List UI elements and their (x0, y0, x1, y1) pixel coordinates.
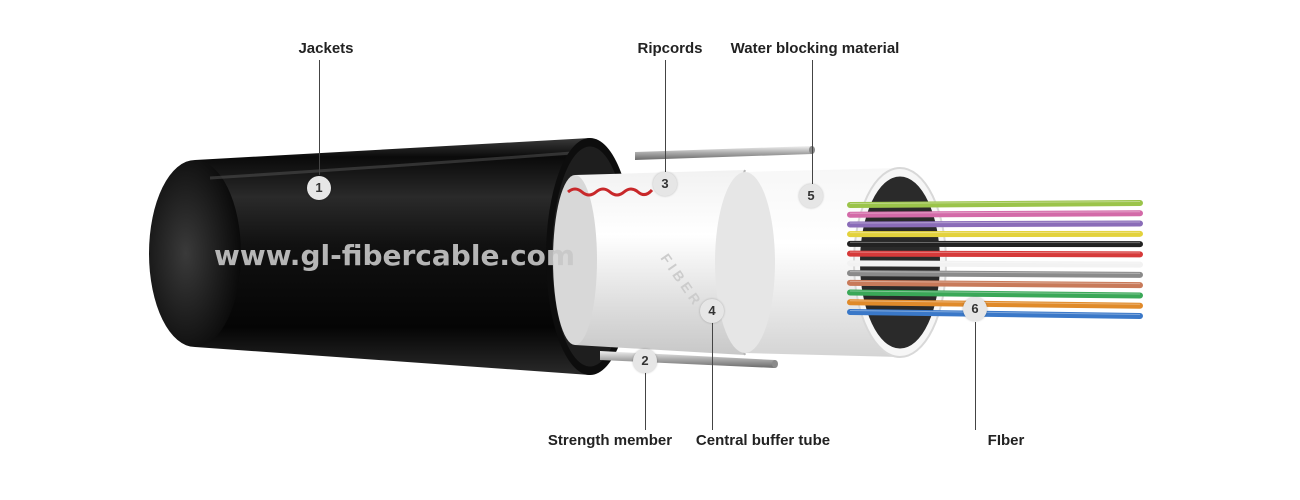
fiber-strand-highlight (849, 280, 1141, 285)
fiber-strand (847, 260, 1143, 268)
strength-member-rod (600, 351, 778, 368)
leader-line-fiber (975, 322, 976, 430)
marker-4: 4 (700, 299, 724, 323)
label-jackets: Jackets (298, 40, 354, 57)
fiber-strand-highlight (849, 310, 1141, 315)
marker-3: 3 (653, 172, 677, 196)
fiber-strand (847, 309, 1143, 319)
fiber-strand-highlight (849, 201, 1141, 204)
fiber-strand (847, 250, 1143, 258)
ripcord-rod (635, 146, 815, 160)
label-water-blocking-material: Water blocking material (730, 40, 900, 57)
leader-line-ripcords (665, 60, 666, 172)
red-ripcord-thread (567, 187, 654, 197)
label-central-buffer-tube: Central buffer tube (695, 432, 831, 449)
fiber-strand (847, 210, 1143, 218)
fiber-strand-highlight (849, 300, 1141, 305)
leader-line-central-buffer-tube (712, 322, 713, 430)
fiber-strand (847, 200, 1143, 208)
fiber-strand (847, 220, 1143, 228)
fiber-strand (847, 270, 1143, 278)
marker-5: 5 (799, 184, 823, 208)
fiber-strand-highlight (849, 261, 1141, 264)
marker-1: 1 (307, 176, 331, 200)
marker-6: 6 (963, 297, 987, 321)
fiber-strand (847, 279, 1143, 289)
fiber-strand (847, 299, 1143, 309)
leader-line-strength-member (645, 372, 646, 430)
label-ripcords: Ripcords (637, 40, 703, 57)
leader-line-water-blocking (812, 60, 813, 184)
fiber-strand-highlight (849, 271, 1141, 274)
fiber-strand-highlight (849, 211, 1141, 214)
watermark-text: www.gl-fibercable.com (214, 239, 575, 272)
leader-line-jackets (319, 60, 320, 175)
marker-2: 2 (633, 349, 657, 373)
fiber-strand-highlight (849, 290, 1141, 295)
fiber-bundle (847, 200, 1143, 319)
fiber-strand-highlight (849, 251, 1141, 254)
label-strength-member: Strength member (547, 432, 673, 449)
label-fiber: FIber (987, 432, 1025, 449)
fiber-strand-highlight (849, 221, 1141, 224)
fiber-strand (847, 289, 1143, 299)
